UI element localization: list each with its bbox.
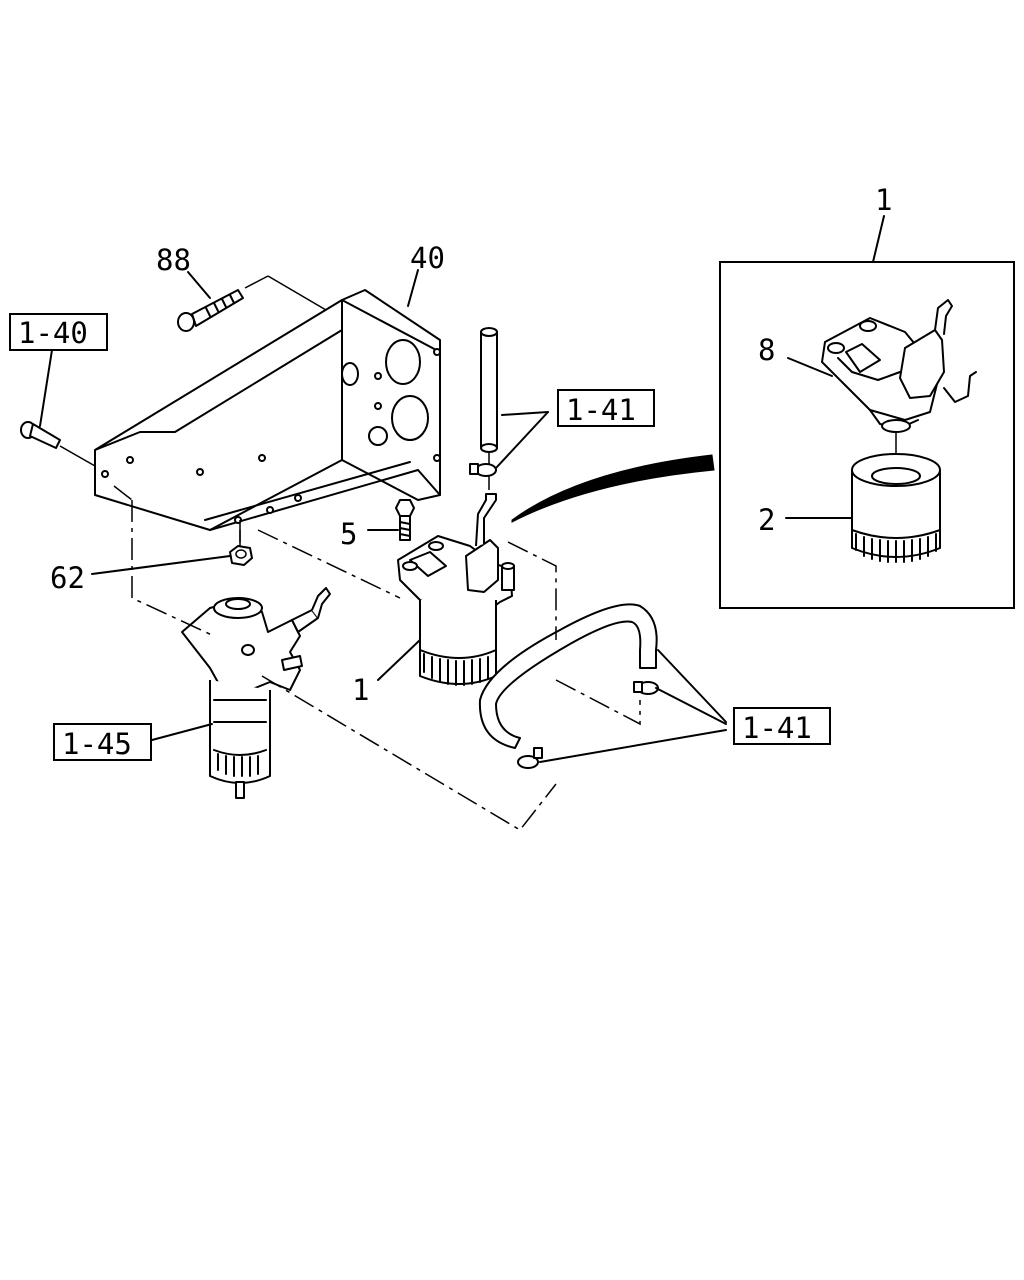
ref-hose-upper: 1-41: [566, 393, 636, 427]
hose-clip-left: [517, 747, 543, 769]
bolt-5: [395, 499, 415, 541]
filter-head-detail: [821, 299, 977, 433]
label-filter-main: 1: [352, 673, 369, 707]
ref-separator: 1-45: [62, 727, 132, 761]
label-head: 8: [758, 333, 775, 367]
ref-box-hose-upper: [557, 389, 655, 427]
label-bracket: 40: [410, 241, 445, 275]
label-assembly: 1: [875, 183, 892, 217]
water-separator: [181, 587, 331, 799]
alignment-lines: [113, 485, 641, 831]
ref-box-hose-lower: [733, 707, 831, 745]
vertical-hose: [480, 327, 498, 453]
label-bolt-top: 88: [156, 243, 191, 277]
label-nut: 62: [50, 561, 85, 595]
ref-box-bolt-left: [9, 313, 108, 351]
nut-62: [229, 545, 253, 566]
mounting-bracket: [94, 289, 441, 531]
bent-hose: [478, 603, 658, 749]
filter-element-detail: [851, 453, 941, 563]
ref-box-separator: [53, 723, 152, 761]
hose-clip-upper: [469, 463, 497, 477]
bolt-left: [20, 421, 61, 449]
hose-clip-right: [633, 681, 659, 695]
detail-inset: 1 8 2: [719, 183, 1015, 609]
main-fuel-filter: [397, 493, 515, 686]
ref-bolt-left: 1-40: [18, 316, 88, 350]
label-bolt-small: 5: [340, 517, 357, 551]
ref-hose-lower: 1-41: [742, 711, 812, 745]
label-element: 2: [758, 503, 775, 537]
detail-frame: [719, 261, 1015, 609]
bolt-88: [177, 289, 244, 332]
detail-callout-arrow: [511, 454, 715, 523]
